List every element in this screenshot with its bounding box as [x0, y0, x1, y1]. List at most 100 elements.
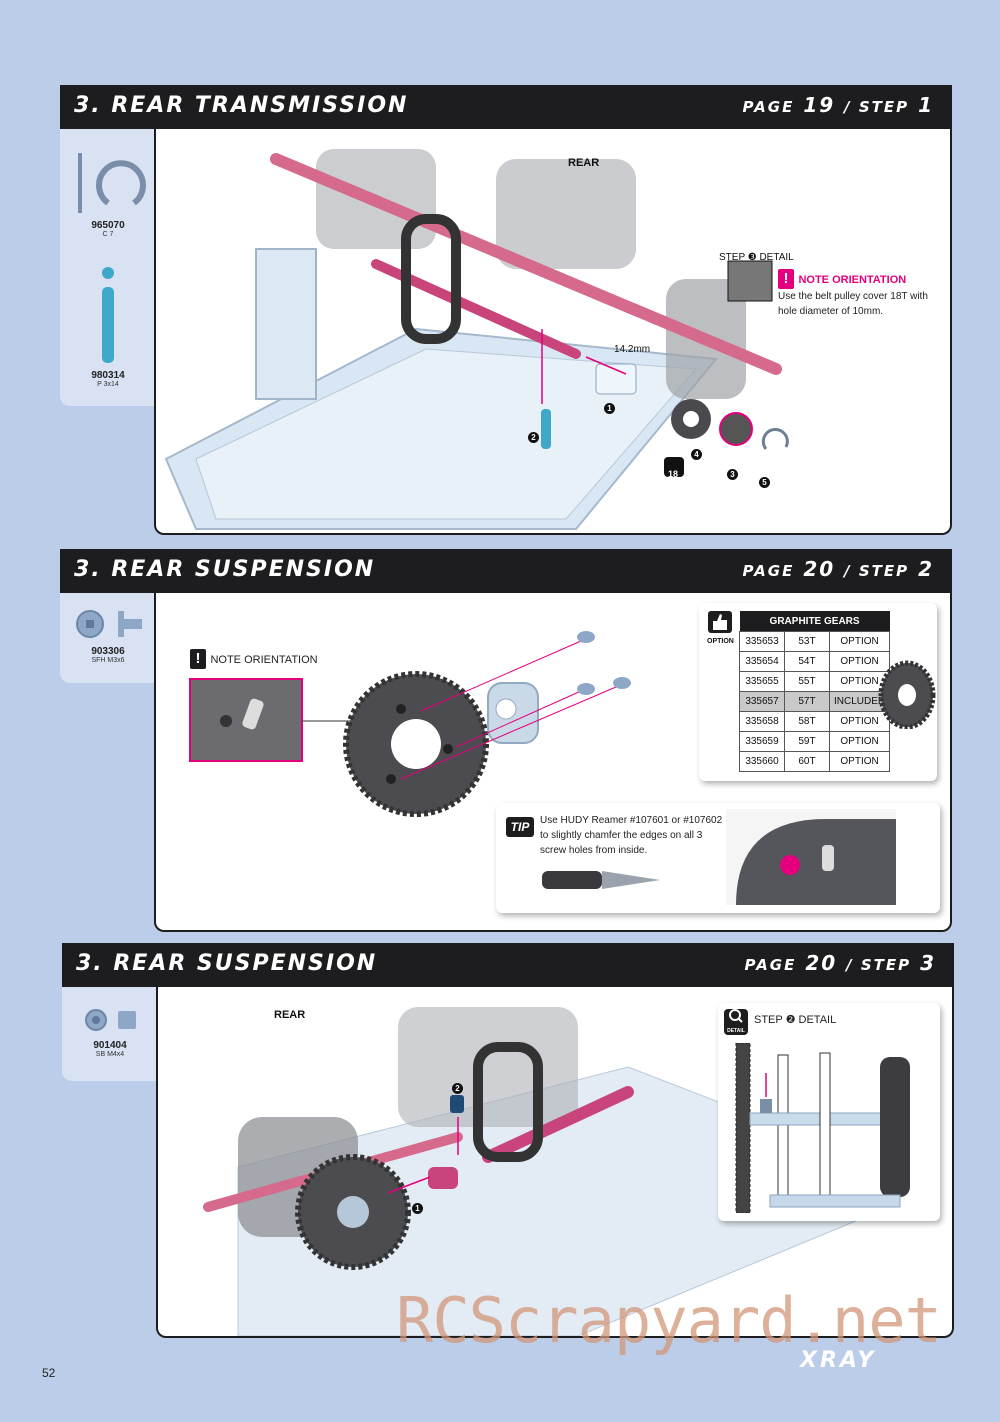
detail-label: STEP ❷ DETAIL	[754, 1014, 837, 1026]
part-code: 901404	[93, 1040, 127, 1051]
step-number: 2	[918, 557, 934, 581]
part-item: 965070 C 7	[60, 151, 156, 238]
gear-status: INCLUDED	[828, 691, 891, 712]
callout-number: 2	[528, 432, 539, 443]
warning-icon: !	[778, 269, 794, 289]
gear-teeth: 60T	[784, 751, 830, 772]
chamfer-detail	[726, 809, 896, 905]
set-screw-icon	[85, 1009, 136, 1031]
watermark: RCScrapyard.net	[396, 1284, 942, 1357]
detail-illustration	[735, 1043, 910, 1213]
spur-gear-illustration	[189, 631, 631, 817]
option-badge: OPTION	[707, 611, 734, 645]
detail-badge: DETAIL	[724, 1009, 748, 1035]
rear-label: REAR	[568, 157, 600, 169]
step-label: STEP	[858, 98, 910, 116]
gear-teeth: 59T	[784, 731, 830, 752]
note-text: Use the belt pulley cover 18T with hole …	[778, 291, 928, 317]
detail-badge-label: DETAIL	[727, 1028, 745, 1034]
gear-status: OPTION	[828, 731, 891, 752]
callout-number: 1	[412, 1203, 423, 1214]
section-rear-suspension-step3: 3. REAR SUSPENSION PAGE 20 / STEP 3 9014…	[62, 943, 954, 1338]
part-code: 903306	[91, 646, 125, 657]
section-header: 3. REAR TRANSMISSION PAGE 19 / STEP 1	[60, 85, 952, 129]
gear-code: 335655	[739, 671, 785, 692]
option-label: OPTION	[707, 638, 734, 645]
parts-list: 903306 SFH M3x6	[60, 593, 156, 683]
page-number: 52	[42, 1366, 56, 1380]
gear-code: 335657	[739, 691, 785, 712]
gear-code: 335654	[739, 651, 785, 672]
section-page-step: PAGE 20 / STEP 2	[742, 557, 934, 581]
page-number: 20	[803, 557, 836, 581]
illustration-panel: REAR 1 2 DETAIL STEP ❷ DETAIL	[156, 987, 954, 1338]
gear-code: 335658	[739, 711, 785, 732]
callout-number: 5	[759, 477, 770, 488]
page-number: 20	[805, 951, 838, 975]
note-orientation: ! NOTE ORIENTATION	[190, 649, 318, 669]
e-clip-icon	[78, 153, 146, 213]
gear-code: 335653	[739, 631, 785, 652]
tip-text: Use HUDY Reamer #107601 or #107602 to sl…	[540, 815, 723, 856]
gear-status: OPTION	[828, 751, 891, 772]
page-number: 19	[803, 93, 836, 117]
gear-teeth: 58T	[784, 711, 830, 732]
reamer-icon	[542, 871, 660, 889]
pin-icon	[102, 267, 114, 363]
tip-box: TIP Use HUDY Reamer #107601 or #107602 t…	[496, 803, 940, 913]
gear-teeth: 55T	[784, 671, 830, 692]
step-label: STEP	[860, 956, 912, 974]
step2-detail-box: DETAIL STEP ❷ DETAIL	[718, 1003, 940, 1221]
gear-code: 335660	[739, 751, 785, 772]
magnifier-icon	[729, 1009, 743, 1023]
callout-number: 3	[727, 469, 738, 480]
section-rear-transmission-step1: 3. REAR TRANSMISSION PAGE 19 / STEP 1 96…	[60, 85, 952, 535]
rear-label: REAR	[274, 1009, 306, 1021]
page-label: PAGE	[742, 98, 795, 116]
section-header: 3. REAR SUSPENSION PAGE 20 / STEP 2	[60, 549, 952, 593]
gear-teeth: 54T	[784, 651, 830, 672]
dimension-label: 14.2mm	[614, 344, 651, 355]
brand-logo: XRAY	[800, 1348, 877, 1373]
gear-code: 335659	[739, 731, 785, 752]
part-desc: P 3x14	[97, 381, 119, 388]
section-rear-suspension-step2: 3. REAR SUSPENSION PAGE 20 / STEP 2 9033…	[60, 549, 952, 932]
thumbs-up-icon	[708, 611, 732, 633]
gear-teeth: 53T	[784, 631, 830, 652]
gear-teeth: 57T	[784, 691, 830, 712]
step-number: 1	[918, 93, 934, 117]
part-item: 901404 SB M4x4	[62, 1005, 158, 1058]
section-title: 3. REAR SUSPENSION	[74, 557, 376, 582]
flat-head-screw-icon	[76, 610, 142, 638]
gear-thumbnail	[878, 660, 936, 729]
part-item: 903306 SFH M3x6	[60, 607, 156, 664]
warning-icon: !	[190, 649, 206, 669]
note-orientation-box: ! NOTE ORIENTATION Use the belt pulley c…	[778, 269, 938, 319]
part-item: 980314 P 3x14	[60, 265, 156, 388]
note-title: NOTE ORIENTATION	[798, 274, 907, 286]
detail-label: STEP ❸ DETAIL	[719, 252, 794, 263]
section-title: 3. REAR TRANSMISSION	[74, 93, 409, 118]
section-page-step: PAGE 20 / STEP 3	[744, 951, 936, 975]
callout-number: 2	[452, 1083, 463, 1094]
part-desc: SFH M3x6	[91, 657, 125, 664]
page-label: PAGE	[744, 956, 797, 974]
part-desc: SB M4x4	[95, 1051, 125, 1058]
section-header: 3. REAR SUSPENSION PAGE 20 / STEP 3	[62, 943, 954, 987]
part-desc: C 7	[102, 231, 114, 238]
gears-table-title: GRAPHITE GEARS	[739, 611, 890, 632]
section-title: 3. REAR SUSPENSION	[76, 951, 378, 976]
rear-transmission-illustration	[164, 149, 789, 530]
step-label: STEP	[858, 562, 910, 580]
illustration-panel: ! NOTE ORIENTATION	[154, 593, 952, 932]
part-code: 965070	[91, 220, 125, 231]
note-title: NOTE ORIENTATION	[210, 654, 318, 666]
